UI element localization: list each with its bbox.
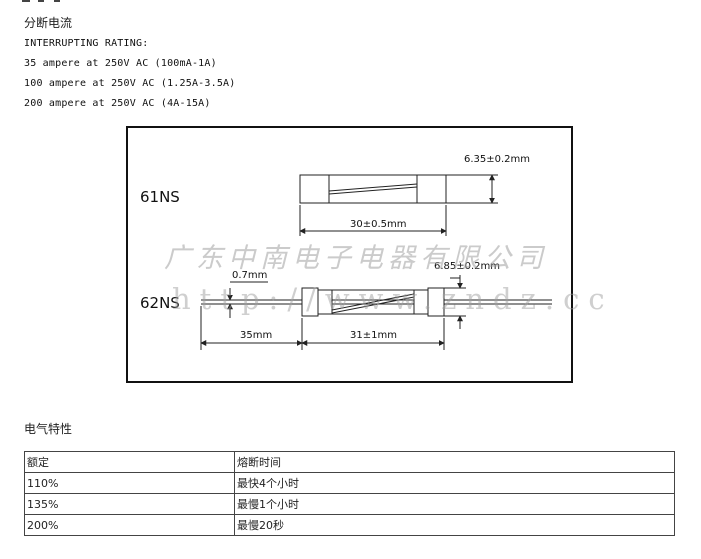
table-row: 135% 最慢1个小时 xyxy=(24,493,675,515)
model-label-61ns: 61NS xyxy=(140,188,180,206)
fuse-drawing xyxy=(200,174,552,350)
table-header-cell: 额定 xyxy=(24,451,235,473)
dim-61ns-diameter: 6.35±0.2mm xyxy=(464,154,531,165)
interrupting-title-cn: 分断电流 xyxy=(24,16,73,30)
fuse-62ns-body xyxy=(201,287,552,317)
table-cell-blow-time: 最慢20秒 xyxy=(234,514,675,536)
table-cell-blow-time: 最快4个小时 xyxy=(234,472,675,494)
table-row: 110% 最快4个小时 xyxy=(24,472,675,494)
dim-61ns-length: 30±0.5mm xyxy=(350,219,407,230)
dim-62ns-diameter: 6.85±0.2mm xyxy=(434,261,501,272)
table-row: 200% 最慢20秒 xyxy=(24,514,675,536)
interrupting-title-en: INTERRUPTING RATING: xyxy=(24,38,149,49)
dim-62ns-length: 31±1mm xyxy=(350,330,397,341)
fuse-dimension-diagram: 61NS 62NS 6.35±0.2mm 30±0.5mm 6.85±0.2mm… xyxy=(126,126,573,383)
model-label-62ns: 62NS xyxy=(140,294,180,312)
table-cell-rating: 200% xyxy=(24,514,235,536)
dim-62ns-lead-diameter: 0.7mm xyxy=(232,270,268,281)
rating-line: 35 ampere at 250V AC (100mA-1A) xyxy=(24,58,217,69)
table-cell-rating: 110% xyxy=(24,472,235,494)
rating-line: 200 ampere at 250V AC (4A-15A) xyxy=(24,98,211,109)
page-top-fragment xyxy=(22,0,62,3)
dim-62ns-lead-length: 35mm xyxy=(240,330,273,341)
electrical-characteristics-table: 额定 熔断时间 110% 最快4个小时 135% 最慢1个小时 200% 最慢2… xyxy=(24,451,675,536)
table-header-cell: 熔断时间 xyxy=(234,451,675,473)
table-cell-rating: 135% xyxy=(24,493,235,515)
rating-line: 100 ampere at 250V AC (1.25A-3.5A) xyxy=(24,78,236,89)
table-header-row: 额定 熔断时间 xyxy=(24,451,675,473)
fuse-61ns-body xyxy=(299,174,447,204)
table-cell-blow-time: 最慢1个小时 xyxy=(234,493,675,515)
electrical-section-title: 电气特性 xyxy=(24,422,73,436)
